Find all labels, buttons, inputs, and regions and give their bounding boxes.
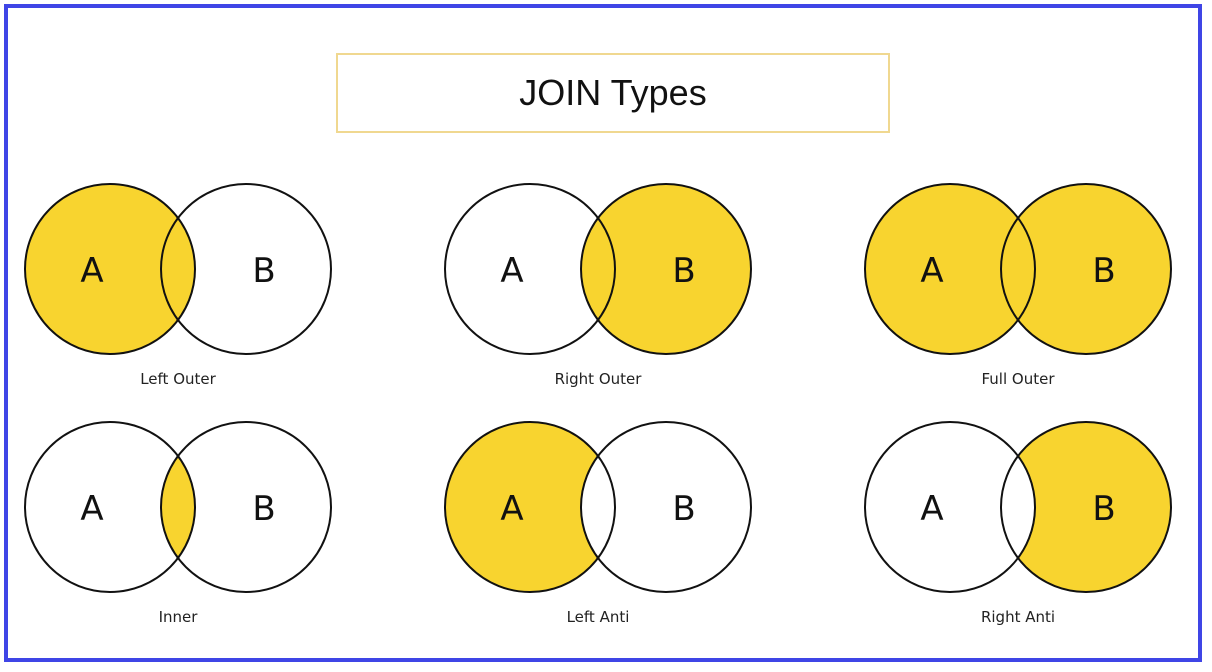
left-outer-circle-b bbox=[160, 183, 332, 355]
right-anti-circle-b bbox=[1000, 421, 1172, 593]
inner-circle-b bbox=[160, 421, 332, 593]
venn-right-anti: A B Right Anti bbox=[864, 421, 1172, 626]
right-anti-caption: Right Anti bbox=[981, 608, 1055, 626]
left-outer-label-b: B bbox=[252, 251, 275, 291]
full-outer-a-only-region bbox=[865, 184, 1035, 354]
left-anti-a-only-region bbox=[445, 422, 615, 592]
full-outer-circle-b bbox=[1000, 183, 1172, 355]
full-outer-label-b: B bbox=[1092, 251, 1115, 291]
title-box: JOIN Types bbox=[336, 53, 890, 133]
full-outer-b-only-region bbox=[1001, 184, 1171, 354]
left-anti-circle-b bbox=[580, 421, 752, 593]
left-outer-label-a: A bbox=[80, 251, 103, 291]
left-anti-label-b: B bbox=[672, 489, 695, 529]
venn-left-anti: A B Left Anti bbox=[444, 421, 752, 626]
right-outer-circle-a bbox=[444, 183, 616, 355]
inner-label-a: A bbox=[80, 489, 103, 529]
right-anti-label-a: A bbox=[920, 489, 943, 529]
right-anti-label-b: B bbox=[1092, 489, 1115, 529]
inner-label-b: B bbox=[252, 489, 275, 529]
left-outer-a-only-region bbox=[25, 184, 195, 354]
left-outer-caption: Left Outer bbox=[140, 370, 216, 388]
right-outer-label-a: A bbox=[500, 251, 523, 291]
venn-full-outer: A B Full Outer bbox=[864, 183, 1172, 388]
venn-inner: A B Inner bbox=[24, 421, 332, 626]
right-anti-circle-a bbox=[864, 421, 1036, 593]
left-anti-circle-a bbox=[444, 421, 616, 593]
full-outer-label-a: A bbox=[920, 251, 943, 291]
inner-circle-a bbox=[24, 421, 196, 593]
right-outer-b-only-region bbox=[581, 184, 751, 354]
diagram-title: JOIN Types bbox=[519, 72, 707, 113]
right-outer-caption: Right Outer bbox=[555, 370, 643, 388]
left-outer-circle-a bbox=[24, 183, 196, 355]
right-outer-circle-b bbox=[580, 183, 752, 355]
venn-left-outer: A B Left Outer bbox=[24, 183, 332, 388]
right-anti-b-only-region bbox=[1001, 422, 1171, 592]
full-outer-circle-a bbox=[864, 183, 1036, 355]
venn-right-outer: A B Right Outer bbox=[444, 183, 752, 388]
left-anti-label-a: A bbox=[500, 489, 523, 529]
left-anti-caption: Left Anti bbox=[567, 608, 630, 626]
right-outer-label-b: B bbox=[672, 251, 695, 291]
inner-caption: Inner bbox=[159, 608, 199, 626]
full-outer-caption: Full Outer bbox=[981, 370, 1055, 388]
